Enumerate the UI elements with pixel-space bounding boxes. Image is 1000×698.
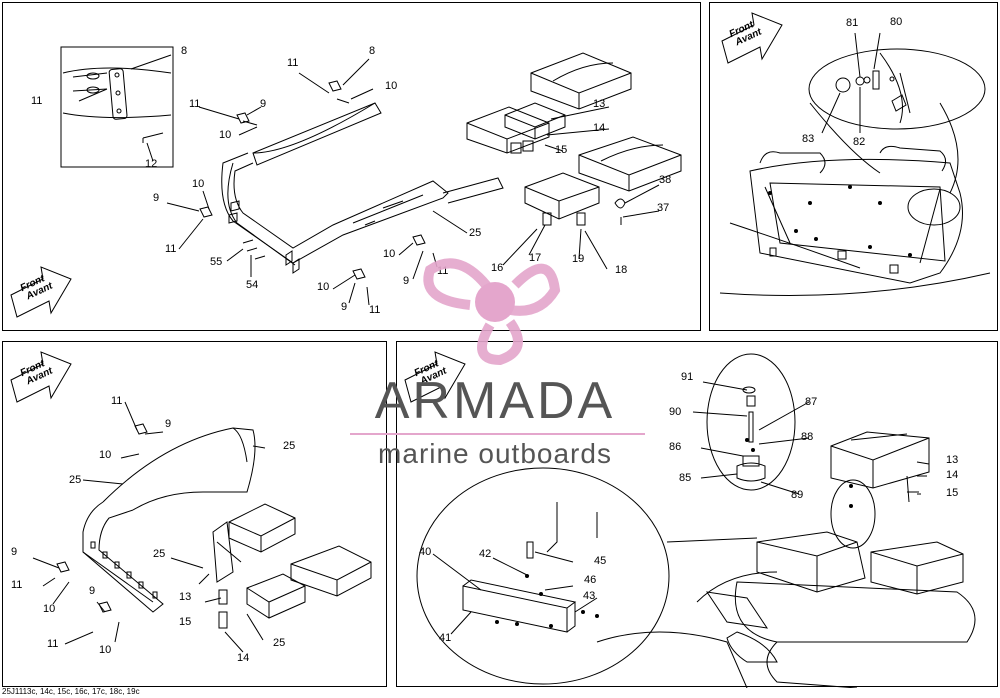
panel-bottom-right: Front Avant 91 87 90 88 86 85 89 13 14 1…: [396, 341, 998, 688]
front-arrow-icon: [721, 12, 783, 64]
callout-9a: 9: [260, 98, 267, 110]
callout-9d: 9: [403, 275, 410, 287]
callout-40: 40: [419, 546, 432, 558]
callout-45: 45: [594, 555, 607, 567]
callout-11a: 11: [31, 95, 43, 107]
callout-88: 88: [801, 431, 814, 443]
callout-25a: 25: [69, 474, 82, 486]
callout-83: 83: [802, 133, 815, 145]
callout-14: 14: [593, 122, 606, 134]
callout-43: 43: [583, 590, 596, 602]
callout-11f: 11: [437, 265, 449, 277]
callout-87: 87: [805, 396, 818, 408]
callout-10e: 10: [383, 248, 396, 260]
callout-14: 14: [237, 652, 250, 664]
panel-bottom-left: Front Avant 11 9 10 25 25 9 11 10 25 13 …: [2, 341, 387, 687]
callout-12: 12: [145, 158, 158, 170]
callout-85: 85: [679, 472, 692, 484]
detail-ellipse-top: [706, 353, 796, 491]
callout-25b: 25: [283, 440, 296, 452]
top-left-drawing: [10, 46, 682, 318]
callout-11: 11: [111, 395, 123, 407]
callout-18: 18: [615, 264, 628, 276]
callout-10c: 10: [192, 178, 205, 190]
callout-55: 55: [210, 256, 223, 268]
callout-9: 9: [165, 418, 172, 430]
callout-10a: 10: [385, 80, 398, 92]
callout-11e: 11: [369, 304, 381, 316]
top-right-drawing: [719, 12, 991, 296]
callout-42: 42: [479, 548, 492, 560]
callout-15: 15: [946, 487, 959, 499]
callout-25c: 25: [153, 548, 166, 560]
callout-11b: 11: [287, 57, 299, 69]
callout-9c: 9: [89, 585, 96, 597]
callout-41: 41: [439, 632, 452, 644]
callout-11c: 11: [47, 638, 59, 650]
callout-38: 38: [659, 174, 672, 186]
callout-37: 37: [657, 202, 670, 214]
callout-8a: 8: [181, 45, 188, 57]
callout-10b: 10: [219, 129, 232, 141]
callout-54: 54: [246, 279, 259, 291]
detail-ellipse: [808, 48, 986, 130]
callout-13: 13: [593, 98, 606, 110]
callout-9c: 9: [341, 301, 348, 313]
panel-top-right: Front Avant 81 80 83 82: [709, 2, 998, 331]
detail-ellipse-small: [830, 479, 876, 549]
detail-ellipse-large: [416, 467, 670, 685]
callout-10d: 10: [317, 281, 330, 293]
callout-82: 82: [853, 136, 866, 148]
detail-callout-ellipse: [907, 188, 961, 226]
callout-11c: 11: [189, 98, 201, 110]
callout-91: 91: [681, 371, 694, 383]
callout-8b: 8: [369, 45, 376, 57]
callout-10c: 10: [99, 644, 112, 656]
bottom-right-drawing: [404, 351, 976, 688]
inset-detail-box: [60, 46, 174, 168]
callout-89: 89: [791, 489, 804, 501]
callout-9b: 9: [153, 192, 160, 204]
callout-11b: 11: [11, 579, 23, 591]
callout-13: 13: [946, 454, 959, 466]
callout-17: 17: [529, 252, 542, 264]
callout-13: 13: [179, 591, 192, 603]
callout-10: 10: [99, 449, 112, 461]
callout-90: 90: [669, 406, 682, 418]
front-arrow-icon: [10, 351, 72, 403]
front-arrow-icon: [404, 351, 466, 403]
bottom-left-drawing: [10, 351, 372, 653]
callout-11d: 11: [165, 243, 177, 255]
callout-80: 80: [890, 16, 903, 28]
callout-25: 25: [469, 227, 482, 239]
callout-19: 19: [572, 253, 585, 265]
callout-15: 15: [179, 616, 192, 628]
callout-81: 81: [846, 17, 859, 29]
callout-46: 46: [584, 574, 597, 586]
callout-14: 14: [946, 469, 959, 481]
callout-16: 16: [491, 262, 504, 274]
drawing-reference-code: 25J1113c, 14c, 15c, 16c, 17c, 18c, 19c: [2, 687, 140, 696]
callout-10b: 10: [43, 603, 56, 615]
front-arrow-icon: [10, 266, 72, 318]
callout-9b: 9: [11, 546, 18, 558]
callout-15: 15: [555, 144, 568, 156]
panel-top-left: Front Avant 8 11 12 11 8 10 11 9 10 9 10…: [2, 2, 701, 331]
callout-25d: 25: [273, 637, 286, 649]
callout-86: 86: [669, 441, 682, 453]
